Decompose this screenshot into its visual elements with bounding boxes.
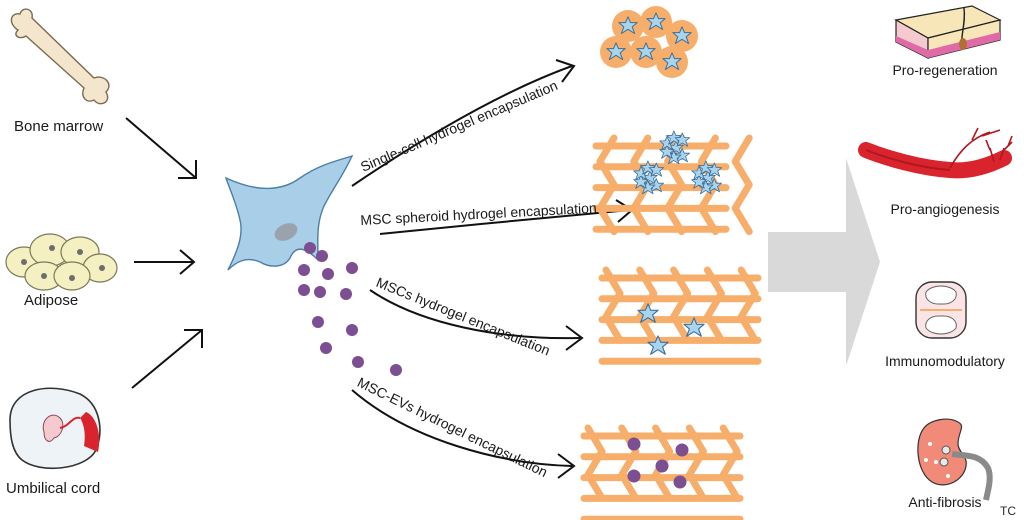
vesicle [322,268,334,280]
vesicle [352,356,364,368]
evs-hydrogel-network [580,424,744,520]
vesicle [340,288,352,300]
spheroid-hydrogel-network [592,130,753,236]
source-arrow-bone [125,117,197,179]
vesicle [312,316,324,328]
vesicle [298,264,310,276]
watermark: TC [1000,504,1016,518]
vesicle [304,242,316,254]
vesicle [320,342,332,354]
source-label-cord: Umbilical cord [6,480,101,497]
msc-cell [224,154,354,271]
joint-icon [915,281,967,339]
method-arrow-evs [351,389,573,467]
source-arrow-adipose [134,249,196,275]
vesicle [346,262,358,274]
skin-icon [894,5,1002,59]
outcome-label-immuno: Immunomodulatory [885,353,1005,369]
adipose-icon [5,233,118,291]
nucleus [274,223,298,241]
outcome-label-regen: Pro-regeneration [892,62,998,78]
method-arrow-single [351,65,573,187]
outcome-label-angio: Pro-angiogenesis [890,201,1000,217]
umbilical-cord-icon [9,387,101,470]
vesicle [346,324,358,336]
vesicle [390,364,402,376]
source-arrow-cord [131,329,203,389]
kidney-icon [917,418,993,501]
single-cell-hydrogel-beads [600,6,698,78]
vesicle [314,286,326,298]
source-label-bone: Bone marrow [14,118,104,135]
vesicle [298,284,310,296]
method-arrow-mscs [369,289,581,340]
vesicle [316,250,328,262]
extracellular-vesicles [298,242,402,376]
mscs-hydrogel-network [598,266,762,365]
bone-icon [10,8,110,105]
outcome-label-fibro: Anti-fibrosis [908,494,982,510]
source-label-adipose: Adipose [24,292,79,309]
big-effect-arrow [768,158,880,366]
blood-vessel-icon [858,127,1013,179]
